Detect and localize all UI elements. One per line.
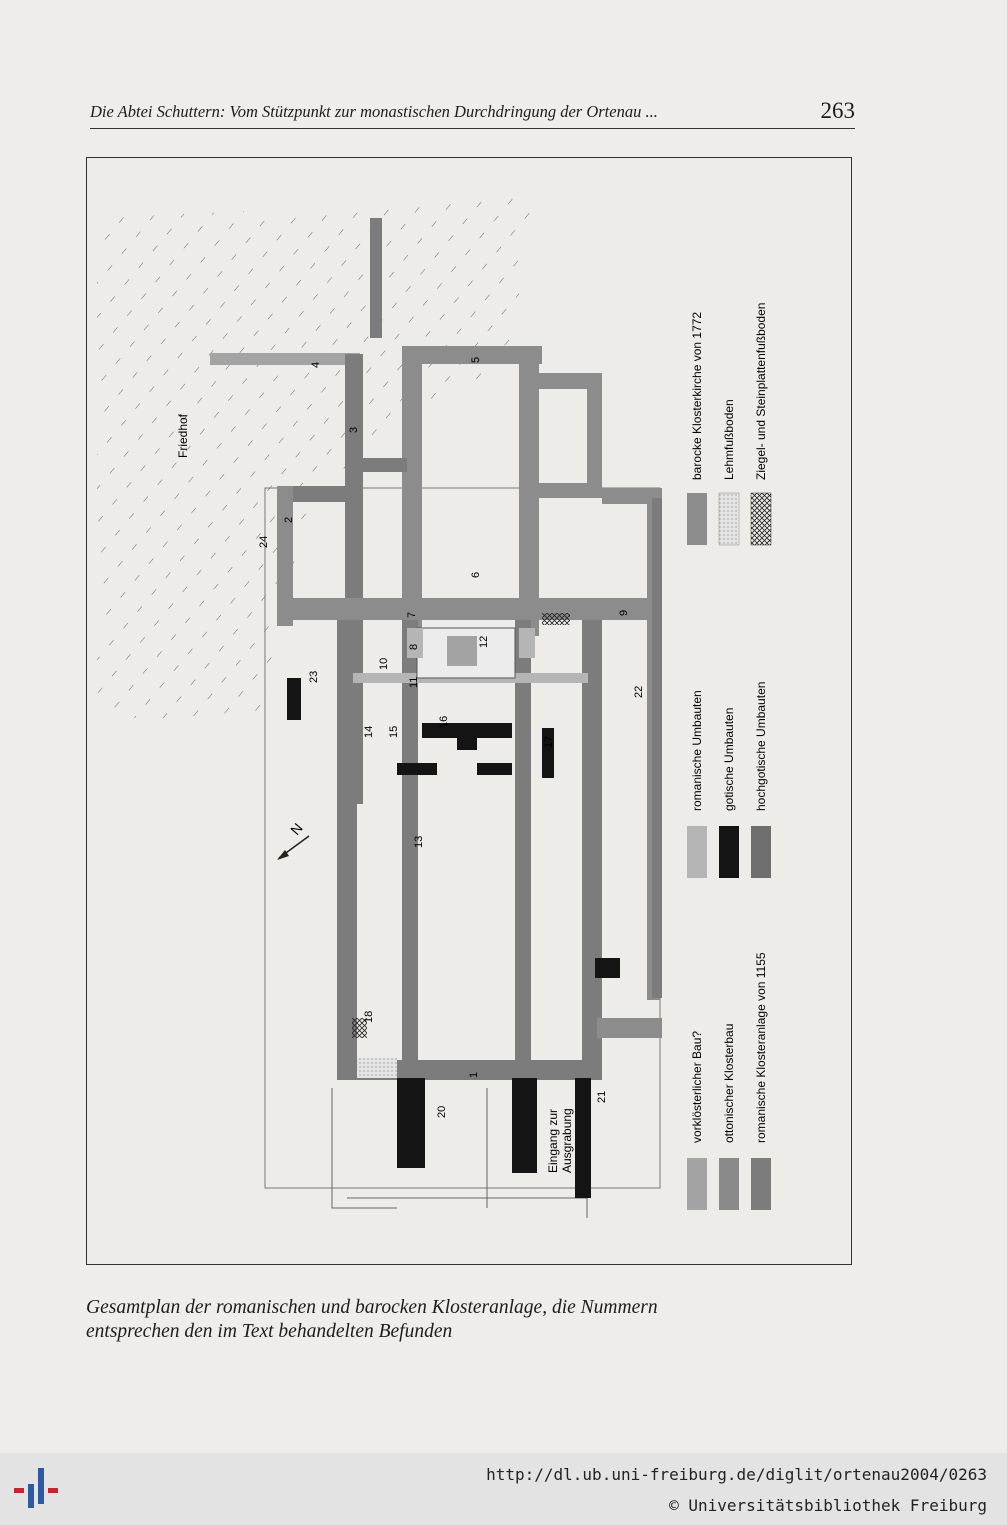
header-rule	[90, 128, 855, 129]
cemetery-area	[97, 198, 537, 718]
find-number: 8	[408, 644, 420, 650]
legend-label: Lehmfußboden	[722, 399, 736, 480]
legend-swatch-ottonisch	[719, 1158, 739, 1210]
caption-line-2: entsprechen den im Text behandelten Befu…	[86, 1321, 453, 1342]
brick-floor	[352, 1018, 367, 1038]
copyright: © Universitätsbibliothek Freiburg	[669, 1496, 987, 1515]
caption-line-1: Gesamtplan der romanischen und barocken …	[86, 1297, 658, 1318]
find-number: 5	[470, 357, 482, 363]
legend-swatch-barock	[687, 493, 707, 545]
lower-boundary	[331, 1088, 588, 1218]
brick-floor-2	[542, 613, 570, 625]
wall-22	[652, 498, 662, 998]
floor-lehm	[357, 1058, 397, 1078]
gothic-rebuilds	[287, 678, 620, 1198]
find-number: 21	[596, 1091, 608, 1103]
find-number: 1	[468, 1072, 480, 1078]
find-number: 20	[436, 1106, 448, 1118]
legend-swatch-lehm	[718, 492, 740, 546]
find-number: 3	[348, 427, 360, 433]
nave-walls	[337, 620, 660, 1080]
running-title: Die Abtei Schuttern: Vom Stützpunkt zur …	[90, 102, 658, 121]
legend-label: ottonischer Klosterbau	[722, 1024, 736, 1143]
find-number: 12	[478, 636, 490, 648]
page-number: 263	[820, 98, 856, 123]
find-number: 17	[543, 736, 555, 748]
svg-text:N: N	[287, 820, 306, 838]
legend-swatch-romanische-umbauten	[687, 826, 707, 878]
legend-label: gotische Umbauten	[722, 708, 736, 811]
find-number: 14	[363, 726, 375, 738]
entrance-line2: Ausgrabung	[560, 1108, 574, 1173]
legend-label: vorklösterlicher Bau?	[690, 1031, 704, 1143]
ub-freiburg-logo-icon	[14, 1468, 58, 1508]
find-numbers: 1 2 3 4 5 6 7 8 9 10 11 12 13 14 15 16 1…	[258, 357, 645, 1118]
wall-north-stub	[370, 218, 382, 338]
find-number: 4	[310, 362, 322, 368]
source-url[interactable]: http://dl.ub.uni-freiburg.de/diglit/orte…	[486, 1465, 987, 1484]
find-number: 22	[633, 686, 645, 698]
figure-caption: Gesamtplan der romanischen und barocken …	[86, 1296, 846, 1344]
find-number: 13	[413, 836, 425, 848]
legend-swatch-ziegel	[750, 492, 772, 546]
site-plan: N Friedhof Eingang zur Ausgrabung 1 2 3 …	[97, 198, 772, 1218]
entrance-line1: Eingang zur	[546, 1109, 560, 1173]
find-number: 23	[308, 671, 320, 683]
running-header: Die Abtei Schuttern: Vom Stützpunkt zur …	[90, 98, 856, 129]
annex-right	[597, 1018, 662, 1038]
find-number: 7	[406, 612, 418, 618]
legend-swatch-gotisch	[719, 826, 739, 878]
site-plan-figure: N Friedhof Eingang zur Ausgrabung 1 2 3 …	[86, 157, 852, 1265]
find-number: 24	[258, 536, 270, 548]
find-number: 6	[470, 572, 482, 578]
find-number: 2	[283, 517, 295, 523]
legend-label: Ziegel- und Steinplattenfußboden	[754, 303, 768, 480]
find-number: 10	[378, 658, 390, 670]
legend-label: romanische Umbauten	[690, 690, 704, 811]
legend-label: barocke Klosterkirche von 1772	[690, 312, 704, 480]
legend-swatch-vorkloesterlich	[687, 1158, 707, 1210]
label-friedhof: Friedhof	[176, 413, 190, 458]
find-number: 9	[618, 610, 630, 616]
find-number: 11	[408, 677, 420, 688]
find-number: 15	[388, 726, 400, 738]
footer-bar: http://dl.ub.uni-freiburg.de/diglit/orte…	[0, 1453, 1007, 1525]
north-arrow: N	[277, 820, 310, 860]
entrance-label: Eingang zur Ausgrabung	[546, 1108, 574, 1173]
legend: vorklösterlicher Bau? ottonischer Kloste…	[687, 303, 772, 1210]
legend-label: hochgotische Umbauten	[754, 682, 768, 811]
wall-annex-4	[210, 353, 360, 365]
legend-swatch-romanisch-1155	[751, 1158, 771, 1210]
find-number: 16	[438, 716, 450, 728]
legend-swatch-hochgotisch	[751, 826, 771, 878]
find-number: 18	[363, 1011, 375, 1023]
legend-label: romanische Klosteranlage von 1155	[754, 952, 768, 1143]
